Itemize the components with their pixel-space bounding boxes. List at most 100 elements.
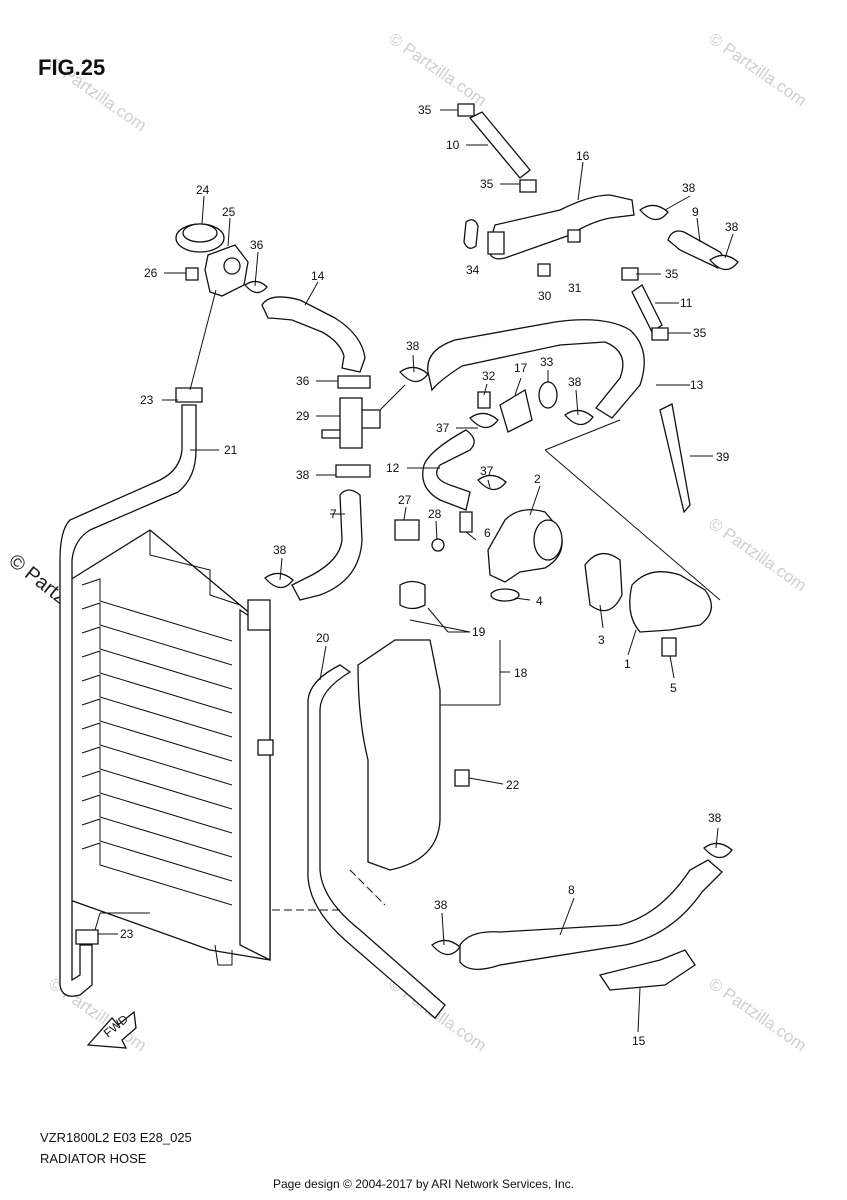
clamp-38-joint[interactable] bbox=[335, 464, 371, 478]
clamp-23-top[interactable] bbox=[175, 387, 203, 403]
radiator-outlet bbox=[247, 599, 271, 631]
callout-15: 15 bbox=[632, 1034, 646, 1048]
water-joint-29[interactable] bbox=[321, 397, 381, 449]
callout-9: 9 bbox=[692, 205, 699, 219]
callout-34: 34 bbox=[466, 263, 480, 277]
callout-19: 19 bbox=[472, 625, 486, 639]
bolt-32[interactable] bbox=[477, 391, 491, 409]
callout-36: 36 bbox=[250, 238, 264, 252]
thermostat-cover-1[interactable] bbox=[629, 571, 712, 633]
radiator-fin bbox=[81, 650, 233, 714]
hose-7[interactable] bbox=[291, 489, 363, 601]
radiator-fin bbox=[81, 722, 233, 786]
callout-5: 5 bbox=[670, 681, 677, 695]
callout-22: 22 bbox=[506, 778, 520, 792]
radiator-fin bbox=[81, 698, 233, 762]
callout-3: 3 bbox=[598, 633, 605, 647]
callout-17: 17 bbox=[514, 361, 528, 375]
callout-38: 38 bbox=[568, 375, 582, 389]
reservoir-tank-18[interactable] bbox=[357, 639, 441, 871]
hose-13[interactable] bbox=[427, 319, 645, 419]
callout-16: 16 bbox=[576, 149, 590, 163]
hose-8[interactable] bbox=[459, 859, 723, 970]
hose-11[interactable] bbox=[631, 284, 663, 333]
bolt-5[interactable] bbox=[661, 637, 677, 657]
callout-8: 8 bbox=[568, 883, 575, 897]
callout-13: 13 bbox=[690, 378, 704, 392]
union-17[interactable] bbox=[499, 388, 533, 433]
bolt-31[interactable] bbox=[567, 229, 581, 243]
figure-title: FIG.25 bbox=[38, 55, 106, 80]
radiator-fin bbox=[81, 746, 233, 810]
clamp-37-upper[interactable] bbox=[469, 412, 499, 429]
radiator-fin bbox=[81, 602, 233, 666]
callout-23: 23 bbox=[140, 393, 154, 407]
clamp-23-bottom[interactable] bbox=[75, 929, 99, 945]
callout-24: 24 bbox=[196, 183, 210, 197]
callout-37: 37 bbox=[480, 464, 494, 478]
clamp-38-hose13-right[interactable] bbox=[564, 409, 594, 426]
washer-28[interactable] bbox=[431, 538, 445, 552]
hose-14[interactable] bbox=[261, 296, 366, 373]
callout-37: 37 bbox=[436, 421, 450, 435]
o-ring-4[interactable] bbox=[490, 588, 520, 602]
bolt-30[interactable] bbox=[537, 263, 551, 277]
callout-11: 11 bbox=[680, 296, 693, 310]
callout-32: 32 bbox=[482, 369, 496, 383]
clamp-38-hose8-right[interactable] bbox=[703, 842, 733, 859]
radiator-cap-24[interactable] bbox=[175, 223, 225, 253]
callout-14: 14 bbox=[311, 269, 325, 283]
hose-20[interactable] bbox=[307, 664, 446, 1019]
clamp-37-lower[interactable] bbox=[477, 474, 507, 491]
callout-39: 39 bbox=[716, 450, 730, 464]
radiator-fin bbox=[81, 674, 233, 738]
clamp-35-hose10[interactable] bbox=[519, 179, 537, 193]
bolt-6[interactable] bbox=[459, 511, 473, 533]
clamp-35-hose11-bottom[interactable] bbox=[651, 327, 669, 341]
callout-10: 10 bbox=[446, 138, 460, 152]
bracket-15[interactable] bbox=[598, 949, 696, 991]
callout-4: 4 bbox=[536, 594, 543, 608]
callout-labels: 35 10 35 16 38 9 38 35 11 35 34 30 31 24… bbox=[120, 103, 739, 1048]
callout-38: 38 bbox=[725, 220, 739, 234]
clamp-36-upper[interactable] bbox=[244, 280, 268, 294]
hose-10[interactable] bbox=[468, 111, 531, 179]
clamp-38-hose8-left[interactable] bbox=[431, 939, 461, 956]
clamp-38-top[interactable] bbox=[639, 204, 669, 221]
cable-tie-39[interactable] bbox=[659, 403, 691, 514]
bolt-22[interactable] bbox=[454, 769, 470, 787]
callout-38: 38 bbox=[682, 181, 696, 195]
callout-12: 12 bbox=[386, 461, 400, 475]
radiator-fin bbox=[81, 770, 233, 834]
callout-29: 29 bbox=[296, 409, 310, 423]
clamp-35-hose11-top[interactable] bbox=[621, 267, 639, 281]
callout-35: 35 bbox=[665, 267, 679, 281]
callout-35: 35 bbox=[418, 103, 432, 117]
clamp-38-hose7[interactable] bbox=[264, 572, 294, 589]
footer: Page design © 2004-2017 by ARI Network S… bbox=[272, 1177, 574, 1191]
callout-26: 26 bbox=[144, 266, 158, 280]
pipe-16-flange bbox=[487, 231, 505, 255]
hose-16[interactable] bbox=[487, 194, 635, 260]
pipe-34-gasket bbox=[463, 219, 479, 249]
sensor-27[interactable] bbox=[394, 519, 420, 541]
screw-26[interactable] bbox=[185, 267, 199, 281]
clamp-36[interactable] bbox=[337, 375, 371, 389]
callout-38: 38 bbox=[434, 898, 448, 912]
callout-38: 38 bbox=[708, 811, 722, 825]
callout-28: 28 bbox=[428, 507, 442, 521]
clamp-35-top[interactable] bbox=[457, 103, 475, 117]
o-ring-33[interactable] bbox=[538, 381, 558, 409]
thermostat-3[interactable] bbox=[584, 553, 623, 612]
clamp-38-hose9[interactable] bbox=[709, 254, 739, 271]
hose-21[interactable] bbox=[59, 404, 197, 997]
radiator-core bbox=[69, 529, 274, 966]
model-code: VZR1800L2 E03 E28_025 bbox=[40, 1130, 192, 1145]
callout-7: 7 bbox=[330, 507, 337, 521]
callout-21: 21 bbox=[224, 443, 238, 457]
hose-12[interactable] bbox=[422, 429, 475, 511]
callout-18: 18 bbox=[514, 666, 528, 680]
callout-38: 38 bbox=[273, 543, 287, 557]
reservoir-cap-19[interactable] bbox=[399, 580, 426, 610]
